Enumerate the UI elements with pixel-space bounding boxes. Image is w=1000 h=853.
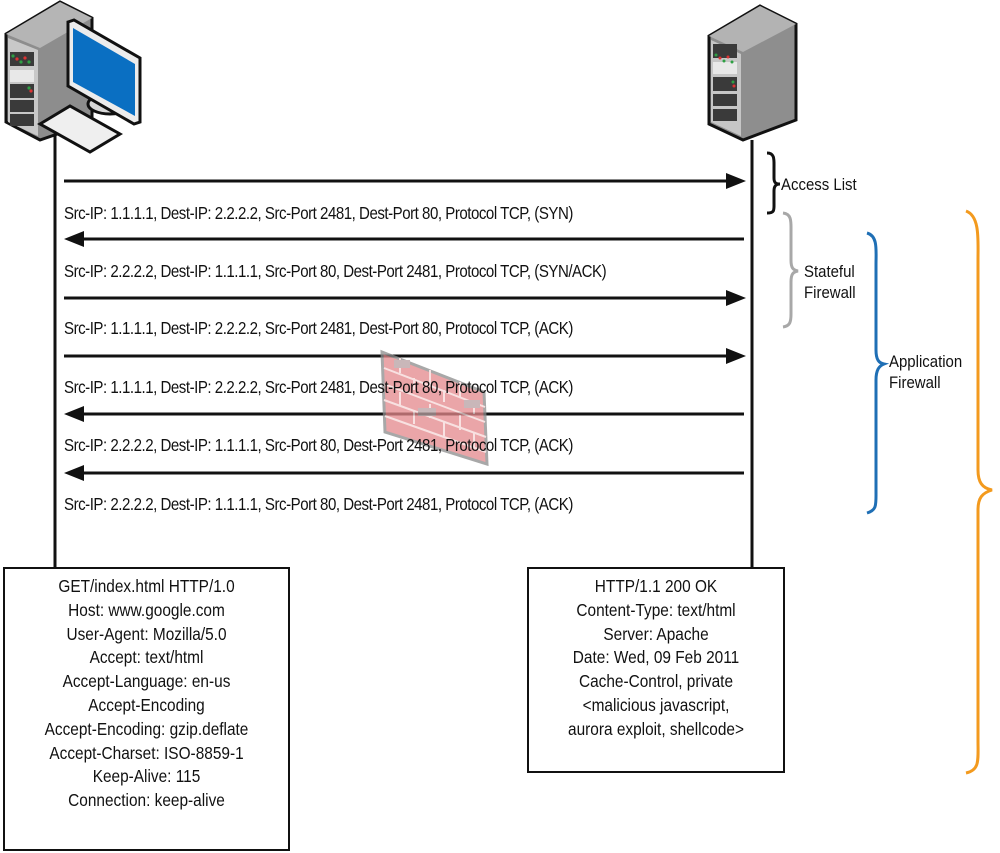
response-line: HTTP/1.1 200 OK [594, 576, 718, 596]
application-firewall-label-line1: Application [889, 352, 963, 371]
message-label: Src-IP: 2.2.2.2, Dest-IP: 1.1.1.1, Src-P… [64, 261, 607, 281]
access-list-bracket [766, 151, 781, 215]
desktop-computer-icon [4, 0, 142, 154]
request-line: Host: www.google.com [68, 599, 225, 620]
request-line: Accept-Charset: ISO-8859-1 [49, 742, 244, 763]
request-line: Accept-Encoding [88, 694, 205, 715]
request-line: Accept-Language: en-us [62, 671, 231, 692]
http-response-box: HTTP/1.1 200 OK Content-Type: text/html … [527, 567, 785, 773]
response-line: Content-Type: text/html [576, 599, 736, 620]
message-label: Src-IP: 1.1.1.1, Dest-IP: 2.2.2.2, Src-P… [64, 318, 573, 338]
request-line: GET/index.html HTTP/1.0 [58, 576, 235, 596]
response-line: <malicious javascript, [582, 694, 730, 715]
access-list-label: Access List [781, 175, 857, 194]
response-line: Cache-Control, private [578, 671, 734, 692]
stateful-firewall-bracket [782, 211, 799, 329]
request-line: Keep-Alive: 115 [92, 766, 201, 787]
request-line: Connection: keep-alive [68, 790, 225, 811]
response-line: Server: Apache [603, 623, 709, 644]
request-line: User-Agent: Mozilla/5.0 [66, 623, 227, 644]
response-line: Date: Wed, 09 Feb 2011 [572, 647, 740, 668]
brick-wall-firewall-icon [380, 349, 489, 467]
arrowhead [64, 231, 84, 247]
response-line: aurora exploit, shellcode> [568, 718, 744, 739]
request-line: Accept: text/html [89, 647, 204, 668]
arrowhead [726, 173, 746, 189]
arrowhead [726, 290, 746, 306]
stateful-firewall-label-line1: Stateful [804, 262, 855, 281]
application-firewall-bracket [866, 231, 890, 515]
message-label: Src-IP: 1.1.1.1, Dest-IP: 2.2.2.2, Src-P… [64, 203, 573, 223]
full-scope-bracket [965, 209, 993, 775]
application-firewall-label-line2: Firewall [889, 373, 941, 392]
server-tower-icon [707, 4, 798, 142]
arrowhead [64, 406, 84, 422]
arrowhead [726, 348, 746, 364]
request-line: Accept-Encoding: gzip.deflate [44, 718, 249, 739]
message-label: Src-IP: 1.1.1.1, Dest-IP: 2.2.2.2, Src-P… [64, 377, 573, 397]
arrowhead [64, 465, 84, 481]
message-label: Src-IP: 2.2.2.2, Dest-IP: 1.1.1.1, Src-P… [64, 494, 573, 514]
http-request-box: GET/index.html HTTP/1.0 Host: www.google… [3, 567, 290, 851]
message-label: Src-IP: 2.2.2.2, Dest-IP: 1.1.1.1, Src-P… [64, 435, 573, 455]
stateful-firewall-label-line2: Firewall [804, 283, 856, 302]
